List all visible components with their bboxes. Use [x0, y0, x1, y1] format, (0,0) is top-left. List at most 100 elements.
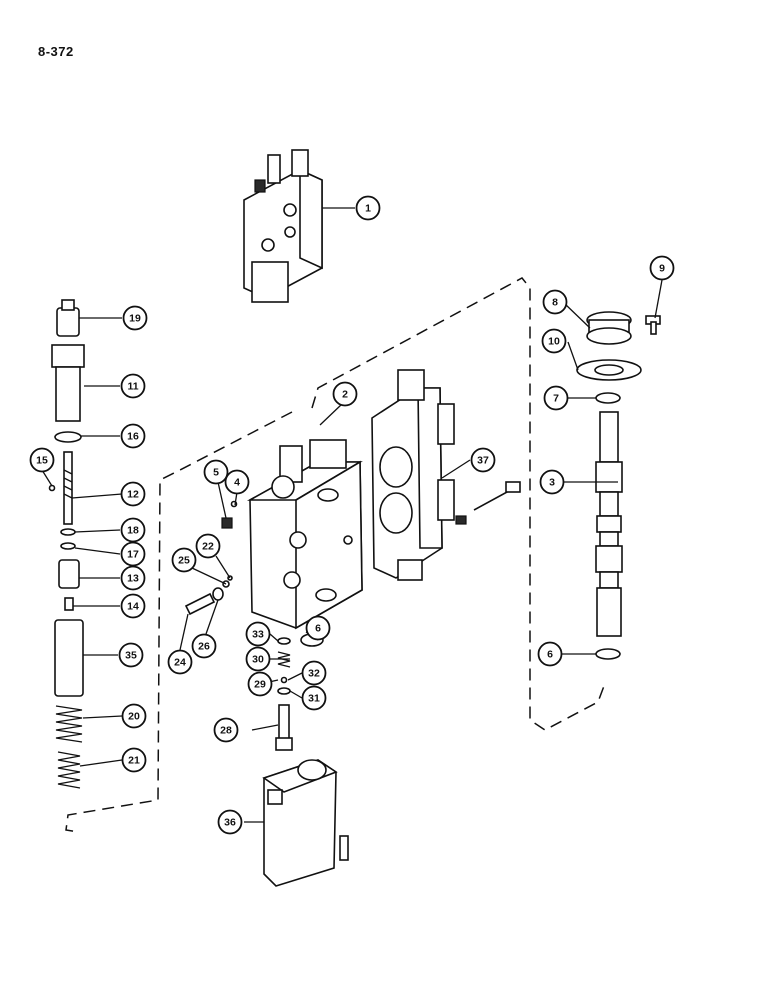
washer-lower-illustration — [60, 542, 76, 550]
relief-ring-illustration — [277, 687, 291, 695]
callout-28: 28 — [213, 717, 239, 743]
callout-37: 37 — [470, 447, 496, 473]
callout-29: 29 — [247, 671, 273, 697]
callout-circle — [120, 517, 146, 543]
callout-circle — [355, 195, 381, 221]
callout-circle — [224, 469, 250, 495]
callout-1: 1 — [355, 195, 381, 221]
callout-16: 16 — [120, 423, 146, 449]
callout-label: 13 — [127, 573, 139, 585]
callout-31: 31 — [301, 685, 327, 711]
callout-label: 6 — [547, 649, 553, 661]
valve-assembly-illustration — [243, 149, 323, 303]
callout-21: 21 — [121, 747, 147, 773]
callout-circle — [121, 747, 147, 773]
callout-circle — [649, 255, 675, 281]
callout-22: 22 — [195, 533, 221, 559]
callout-circle — [120, 481, 146, 507]
end-housing-illustration — [262, 759, 349, 887]
callout-label: 11 — [127, 381, 138, 393]
callout-8: 8 — [542, 289, 568, 315]
callout-20: 20 — [121, 703, 147, 729]
sleeve-illustration — [54, 619, 84, 697]
callout-label: 32 — [308, 668, 320, 680]
callout-circle — [122, 305, 148, 331]
callout-6: 6 — [537, 641, 563, 667]
callout-circle — [542, 289, 568, 315]
callout-11: 11 — [120, 373, 146, 399]
callout-30: 30 — [245, 646, 271, 672]
callout-17: 17 — [120, 541, 146, 567]
callout-circle — [245, 621, 271, 647]
outer-spring-illustration — [55, 705, 83, 743]
callout-circle — [541, 328, 567, 354]
callout-label: 18 — [127, 525, 139, 537]
callout-12: 12 — [120, 481, 146, 507]
callout-label: 30 — [252, 654, 264, 666]
callout-19: 19 — [122, 305, 148, 331]
callout-circle — [171, 547, 197, 573]
dashed-group-outline-center — [311, 277, 605, 731]
callout-label: 26 — [198, 641, 210, 653]
callout-36: 36 — [217, 809, 243, 835]
callout-label: 28 — [220, 725, 232, 737]
callout-32: 32 — [301, 660, 327, 686]
small-ball-illustration — [48, 484, 56, 492]
callout-circle — [301, 660, 327, 686]
callout-35: 35 — [118, 642, 144, 668]
callout-13: 13 — [120, 565, 146, 591]
callout-circle — [247, 671, 273, 697]
callout-circle — [301, 685, 327, 711]
relief-ball-illustration — [280, 676, 288, 684]
callout-circle — [167, 649, 193, 675]
callout-label: 29 — [254, 679, 266, 691]
callout-circle — [203, 459, 229, 485]
callout-circle — [470, 447, 496, 473]
relief-seat-illustration — [275, 704, 293, 751]
callout-label: 10 — [548, 336, 560, 348]
callout-26: 26 — [191, 633, 217, 659]
callout-label: 15 — [36, 455, 48, 467]
callout-label: 8 — [552, 297, 558, 309]
cap-screw-illustration — [645, 315, 661, 335]
callout-25: 25 — [171, 547, 197, 573]
spool-seal-illustration — [595, 392, 621, 404]
housing-seal-illustration — [54, 431, 82, 443]
callout-label: 36 — [224, 817, 236, 829]
callout-label: 21 — [128, 755, 140, 767]
callout-circle — [120, 423, 146, 449]
detent-collar-illustration — [58, 559, 80, 589]
callout-layer: 1234566789101112131415161718192021222425… — [29, 195, 675, 835]
callout-label: 16 — [127, 431, 139, 443]
callout-label: 1 — [365, 203, 371, 215]
callout-label: 12 — [127, 489, 139, 501]
set-screw-illustration — [64, 597, 74, 611]
callout-label: 20 — [128, 711, 140, 723]
callout-circle — [120, 541, 146, 567]
callout-label: 7 — [553, 393, 559, 405]
callout-circle — [195, 533, 221, 559]
washer-upper-illustration — [60, 528, 76, 536]
callout-label: 6 — [315, 623, 321, 635]
callout-2: 2 — [332, 381, 358, 407]
callout-circle — [537, 641, 563, 667]
callout-circle — [543, 385, 569, 411]
leader-lines — [41, 207, 663, 823]
callout-10: 10 — [541, 328, 567, 354]
callout-label: 37 — [477, 455, 489, 467]
callout-24: 24 — [167, 649, 193, 675]
detent-stem-illustration — [63, 451, 73, 525]
callout-circle — [213, 717, 239, 743]
callout-circle — [217, 809, 243, 835]
callout-label: 17 — [127, 549, 139, 561]
callout-18: 18 — [120, 517, 146, 543]
section-cover-illustration — [371, 369, 455, 581]
callout-circle — [121, 703, 147, 729]
callout-label: 19 — [129, 313, 141, 325]
callout-circle — [120, 373, 146, 399]
cover-bolt-illustration — [455, 481, 521, 525]
spool-plate-illustration — [576, 359, 642, 381]
callout-7: 7 — [543, 385, 569, 411]
detent-housing-illustration — [51, 344, 85, 422]
